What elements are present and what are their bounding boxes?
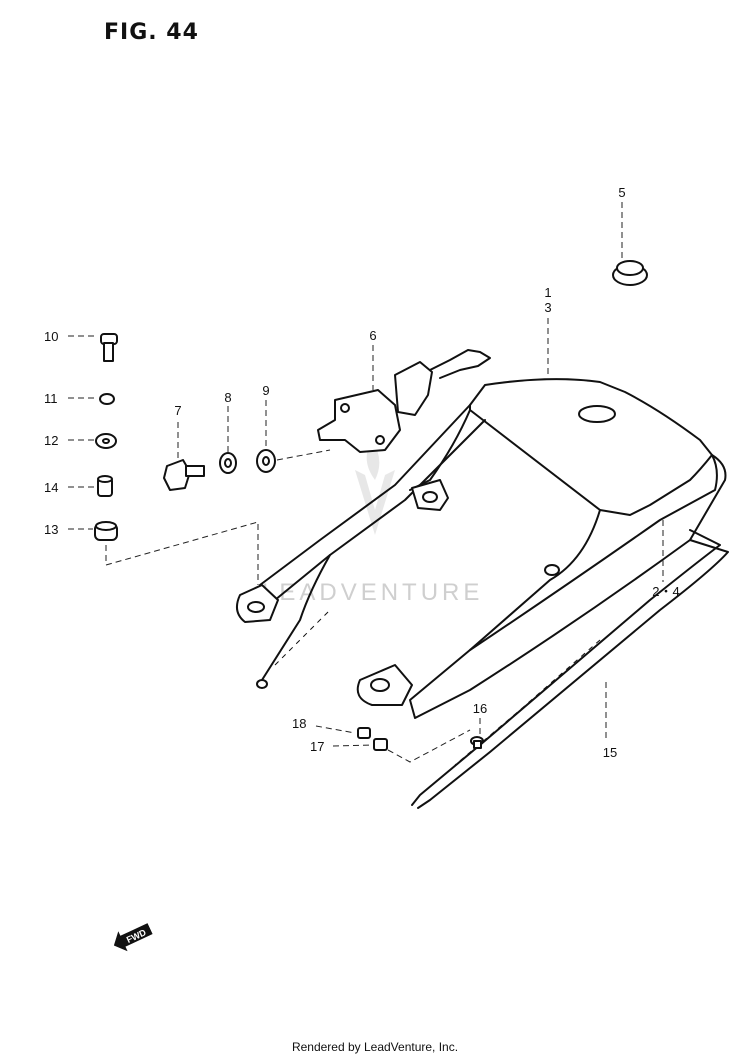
fwd-label: FWD xyxy=(125,927,148,945)
callout-labels: 5 1 3 6 10 11 12 14 13 7 8 9 2・4 15 16 1… xyxy=(44,185,680,760)
callout-17: 17 xyxy=(310,739,324,754)
callout-14: 14 xyxy=(44,480,58,495)
watermark-logo xyxy=(355,440,395,535)
cushion-part-13 xyxy=(94,521,118,541)
seat-lock-assembly xyxy=(317,349,491,453)
clip-part-18 xyxy=(357,727,371,739)
callout-6: 6 xyxy=(369,328,376,343)
seat-rail-frame xyxy=(235,378,727,719)
spacer-part-14 xyxy=(97,475,113,497)
leader-lines xyxy=(68,202,664,763)
callout-3: 3 xyxy=(544,300,551,315)
washer-part-9 xyxy=(256,449,276,473)
clip-part-17 xyxy=(373,738,388,751)
callout-18: 18 xyxy=(292,716,306,731)
callout-2-4: 2・4 xyxy=(652,584,679,599)
callout-8: 8 xyxy=(224,390,231,405)
callout-1: 1 xyxy=(544,285,551,300)
washer-part-12 xyxy=(95,433,117,449)
forward-arrow-icon: FWD xyxy=(113,923,153,952)
callout-15: 15 xyxy=(603,745,617,760)
grommet-part-5 xyxy=(612,260,648,286)
callout-7: 7 xyxy=(174,403,181,418)
callout-13: 13 xyxy=(44,522,58,537)
screw-part-16 xyxy=(470,736,484,749)
callout-11: 11 xyxy=(44,391,58,406)
callout-5: 5 xyxy=(618,185,625,200)
footer-credit: Rendered by LeadVenture, Inc. xyxy=(291,1040,459,1054)
callout-16: 16 xyxy=(473,701,487,716)
bolt-part-10 xyxy=(100,333,118,362)
callout-10: 10 xyxy=(44,329,58,344)
watermark-text: LEADVENTURE xyxy=(262,579,483,606)
figure-title: FIG. 44 xyxy=(104,20,199,45)
callout-9: 9 xyxy=(262,383,269,398)
bolt-part-7 xyxy=(163,459,205,491)
nut-part-11 xyxy=(99,393,115,405)
lock-washer-part-8 xyxy=(219,452,237,474)
callout-12: 12 xyxy=(44,433,58,448)
trim-strip xyxy=(411,529,729,809)
